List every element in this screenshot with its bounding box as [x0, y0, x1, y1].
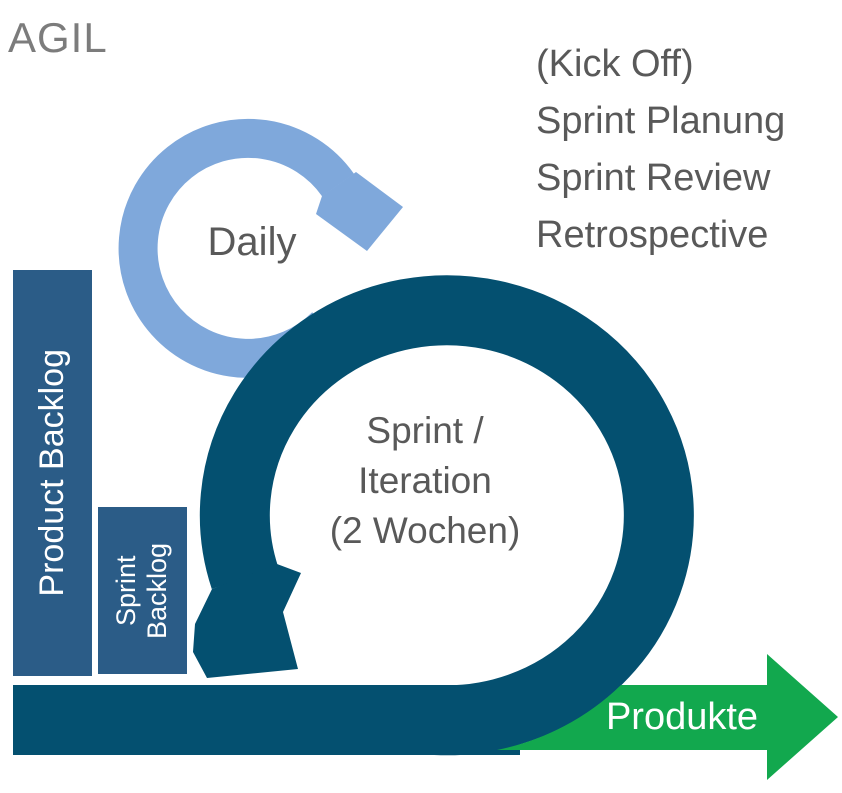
product-backlog-label: Product Backlog: [33, 349, 71, 597]
sprint-loop-arrowhead-icon: [193, 564, 301, 678]
ceremony-sprint-planung: Sprint Planung: [536, 100, 786, 142]
produkte-arrow-label: Produkte: [605, 696, 759, 738]
sprint-backlog-label: Sprint Backlog: [111, 542, 173, 639]
daily-loop-label: Daily: [207, 220, 297, 264]
sprint-loop-label-line3: (2 Wochen): [329, 510, 521, 551]
ceremony-sprint-review: Sprint Review: [536, 157, 771, 199]
ceremony-list: (Kick Off) Sprint Planung Sprint Review …: [536, 36, 785, 264]
sprint-loop-label-line2: Iteration: [358, 460, 492, 501]
daily-loop-arc: [118, 118, 354, 378]
daily-loop-arrowhead-icon: [316, 172, 403, 251]
product-backlog-bar-labelbox: Product Backlog: [13, 270, 92, 676]
sprint-backlog-bar: [98, 507, 187, 674]
sprint-loop-label: Sprint / Iteration (2 Wochen): [275, 406, 575, 556]
produkte-arrow: [497, 654, 838, 780]
sprint-backlog-bar-labelbox: Sprint Backlog: [98, 507, 187, 674]
ceremony-kickoff: (Kick Off): [536, 43, 694, 85]
sprint-loop-label-line1: Sprint /: [366, 410, 484, 451]
product-backlog-bar: [13, 270, 92, 676]
sprint-loop-arc: [199, 275, 694, 756]
page-title: AGIL: [8, 14, 108, 61]
ceremony-retrospective: Retrospective: [536, 214, 769, 256]
